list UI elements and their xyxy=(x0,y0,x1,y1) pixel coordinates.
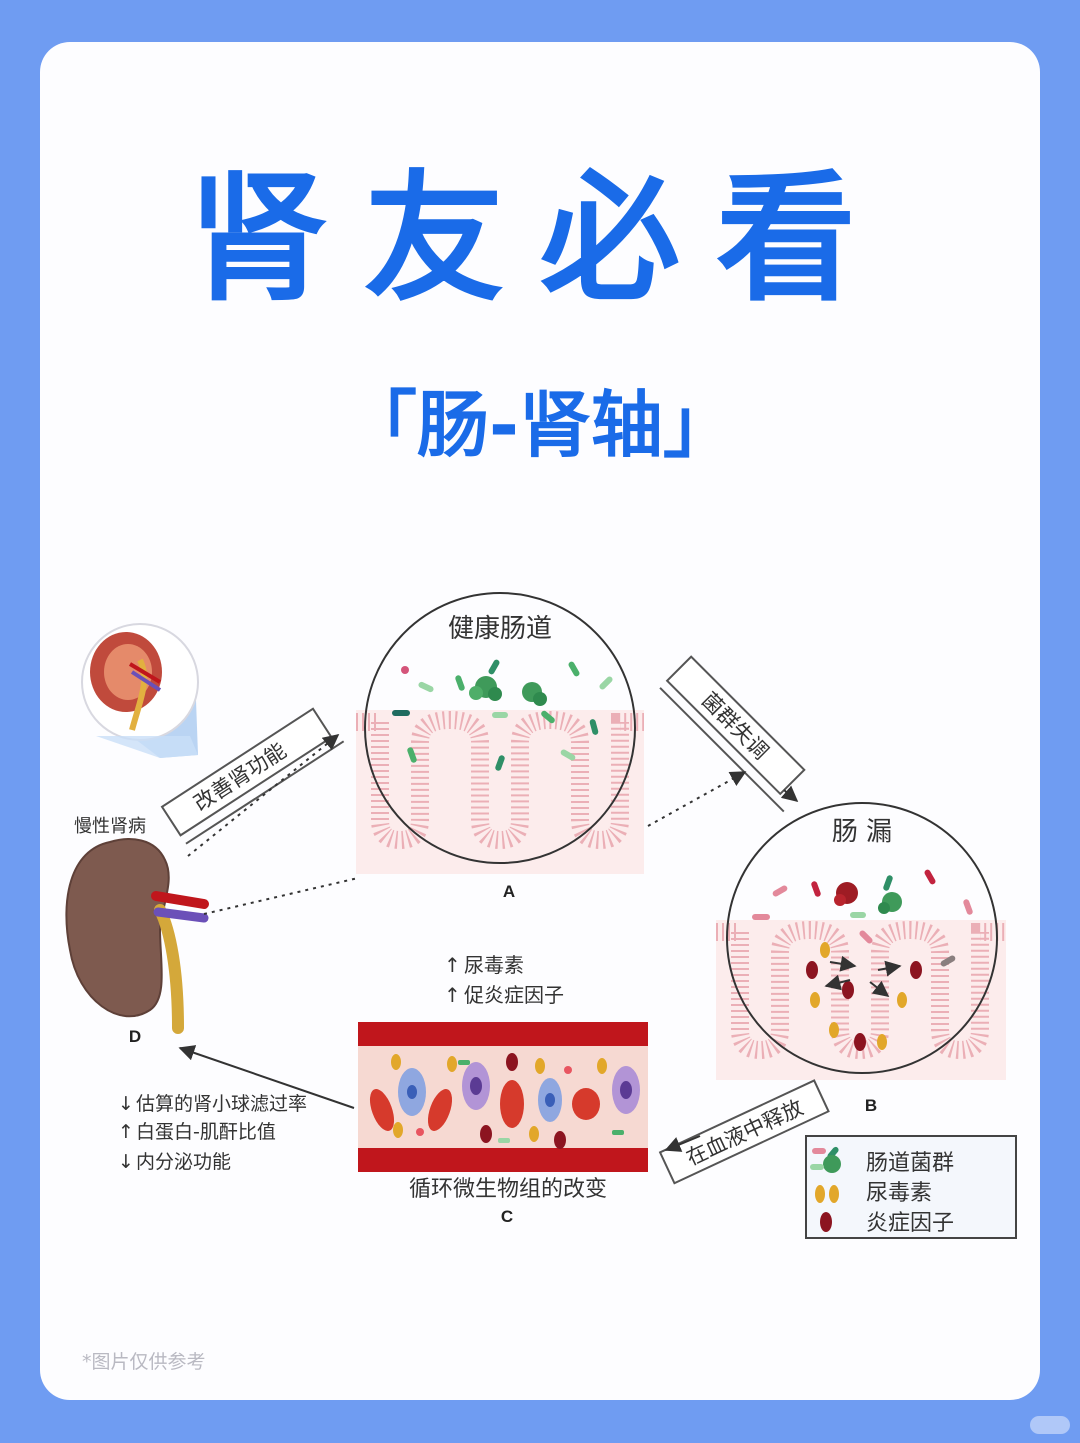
panel-d-effect-acr: 白蛋白-肌酐比值 xyxy=(136,1121,276,1143)
panel-d-kidney xyxy=(65,623,209,1034)
panel-d-letter: D xyxy=(129,1027,141,1046)
panel-c-increase-inflammatory-factors: 促炎症因子 xyxy=(464,983,564,1007)
up-arrow-icon: ↑ xyxy=(118,1121,134,1143)
panel-c-increase-uremic-toxins: 尿毒素 xyxy=(464,953,524,977)
down-arrow-icon: ↓ xyxy=(118,1093,134,1115)
arrow-improve-label: 改善肾功能 xyxy=(189,738,290,815)
kidney-cross-section-inset xyxy=(81,623,199,758)
page-title: 肾友必看 xyxy=(187,158,892,321)
panel-b-letter: B xyxy=(865,1096,877,1115)
panel-b-magnifier-circle xyxy=(726,802,998,1074)
page-subtitle: 「肠-肾轴」 xyxy=(345,383,735,467)
panel-a-healthy-gut xyxy=(356,592,644,874)
panel-a-letter: A xyxy=(503,882,515,901)
panel-d-effect-endocrine: 内分泌功能 xyxy=(136,1151,231,1173)
arrow-dysbiosis xyxy=(659,655,806,813)
legend-gut-flora: 肠道菌群 xyxy=(866,1151,954,1176)
corner-badge xyxy=(1030,1416,1070,1434)
legend xyxy=(805,1135,1017,1239)
panel-a-magnifier-circle xyxy=(364,592,636,864)
panel-c-caption: 循环微生物组的改变 xyxy=(409,1177,607,1202)
up-arrow-icon: ↑ xyxy=(444,983,461,1007)
legend-uremic-toxins: 尿毒素 xyxy=(866,1181,932,1206)
reference-note: *图片仅供参考 xyxy=(82,1351,206,1373)
panel-d-label: 慢性肾病 xyxy=(74,816,146,837)
panel-d-effect-egfr: 估算的肾小球滤过率 xyxy=(136,1093,307,1115)
legend-inflammatory-factors: 炎症因子 xyxy=(866,1211,954,1236)
panel-a-label: 健康肠道 xyxy=(448,614,552,644)
panel-b-label: 肠 漏 xyxy=(832,817,892,847)
down-arrow-icon: ↓ xyxy=(118,1151,134,1173)
panel-c-blood-vessel xyxy=(358,1022,648,1172)
up-arrow-icon: ↑ xyxy=(444,953,461,977)
arrow-improve-kidney-function xyxy=(160,707,345,845)
panel-c-letter: C xyxy=(501,1207,513,1226)
arrow-release-into-blood xyxy=(658,1079,830,1185)
panel-b-leaky-gut xyxy=(716,802,1006,1080)
